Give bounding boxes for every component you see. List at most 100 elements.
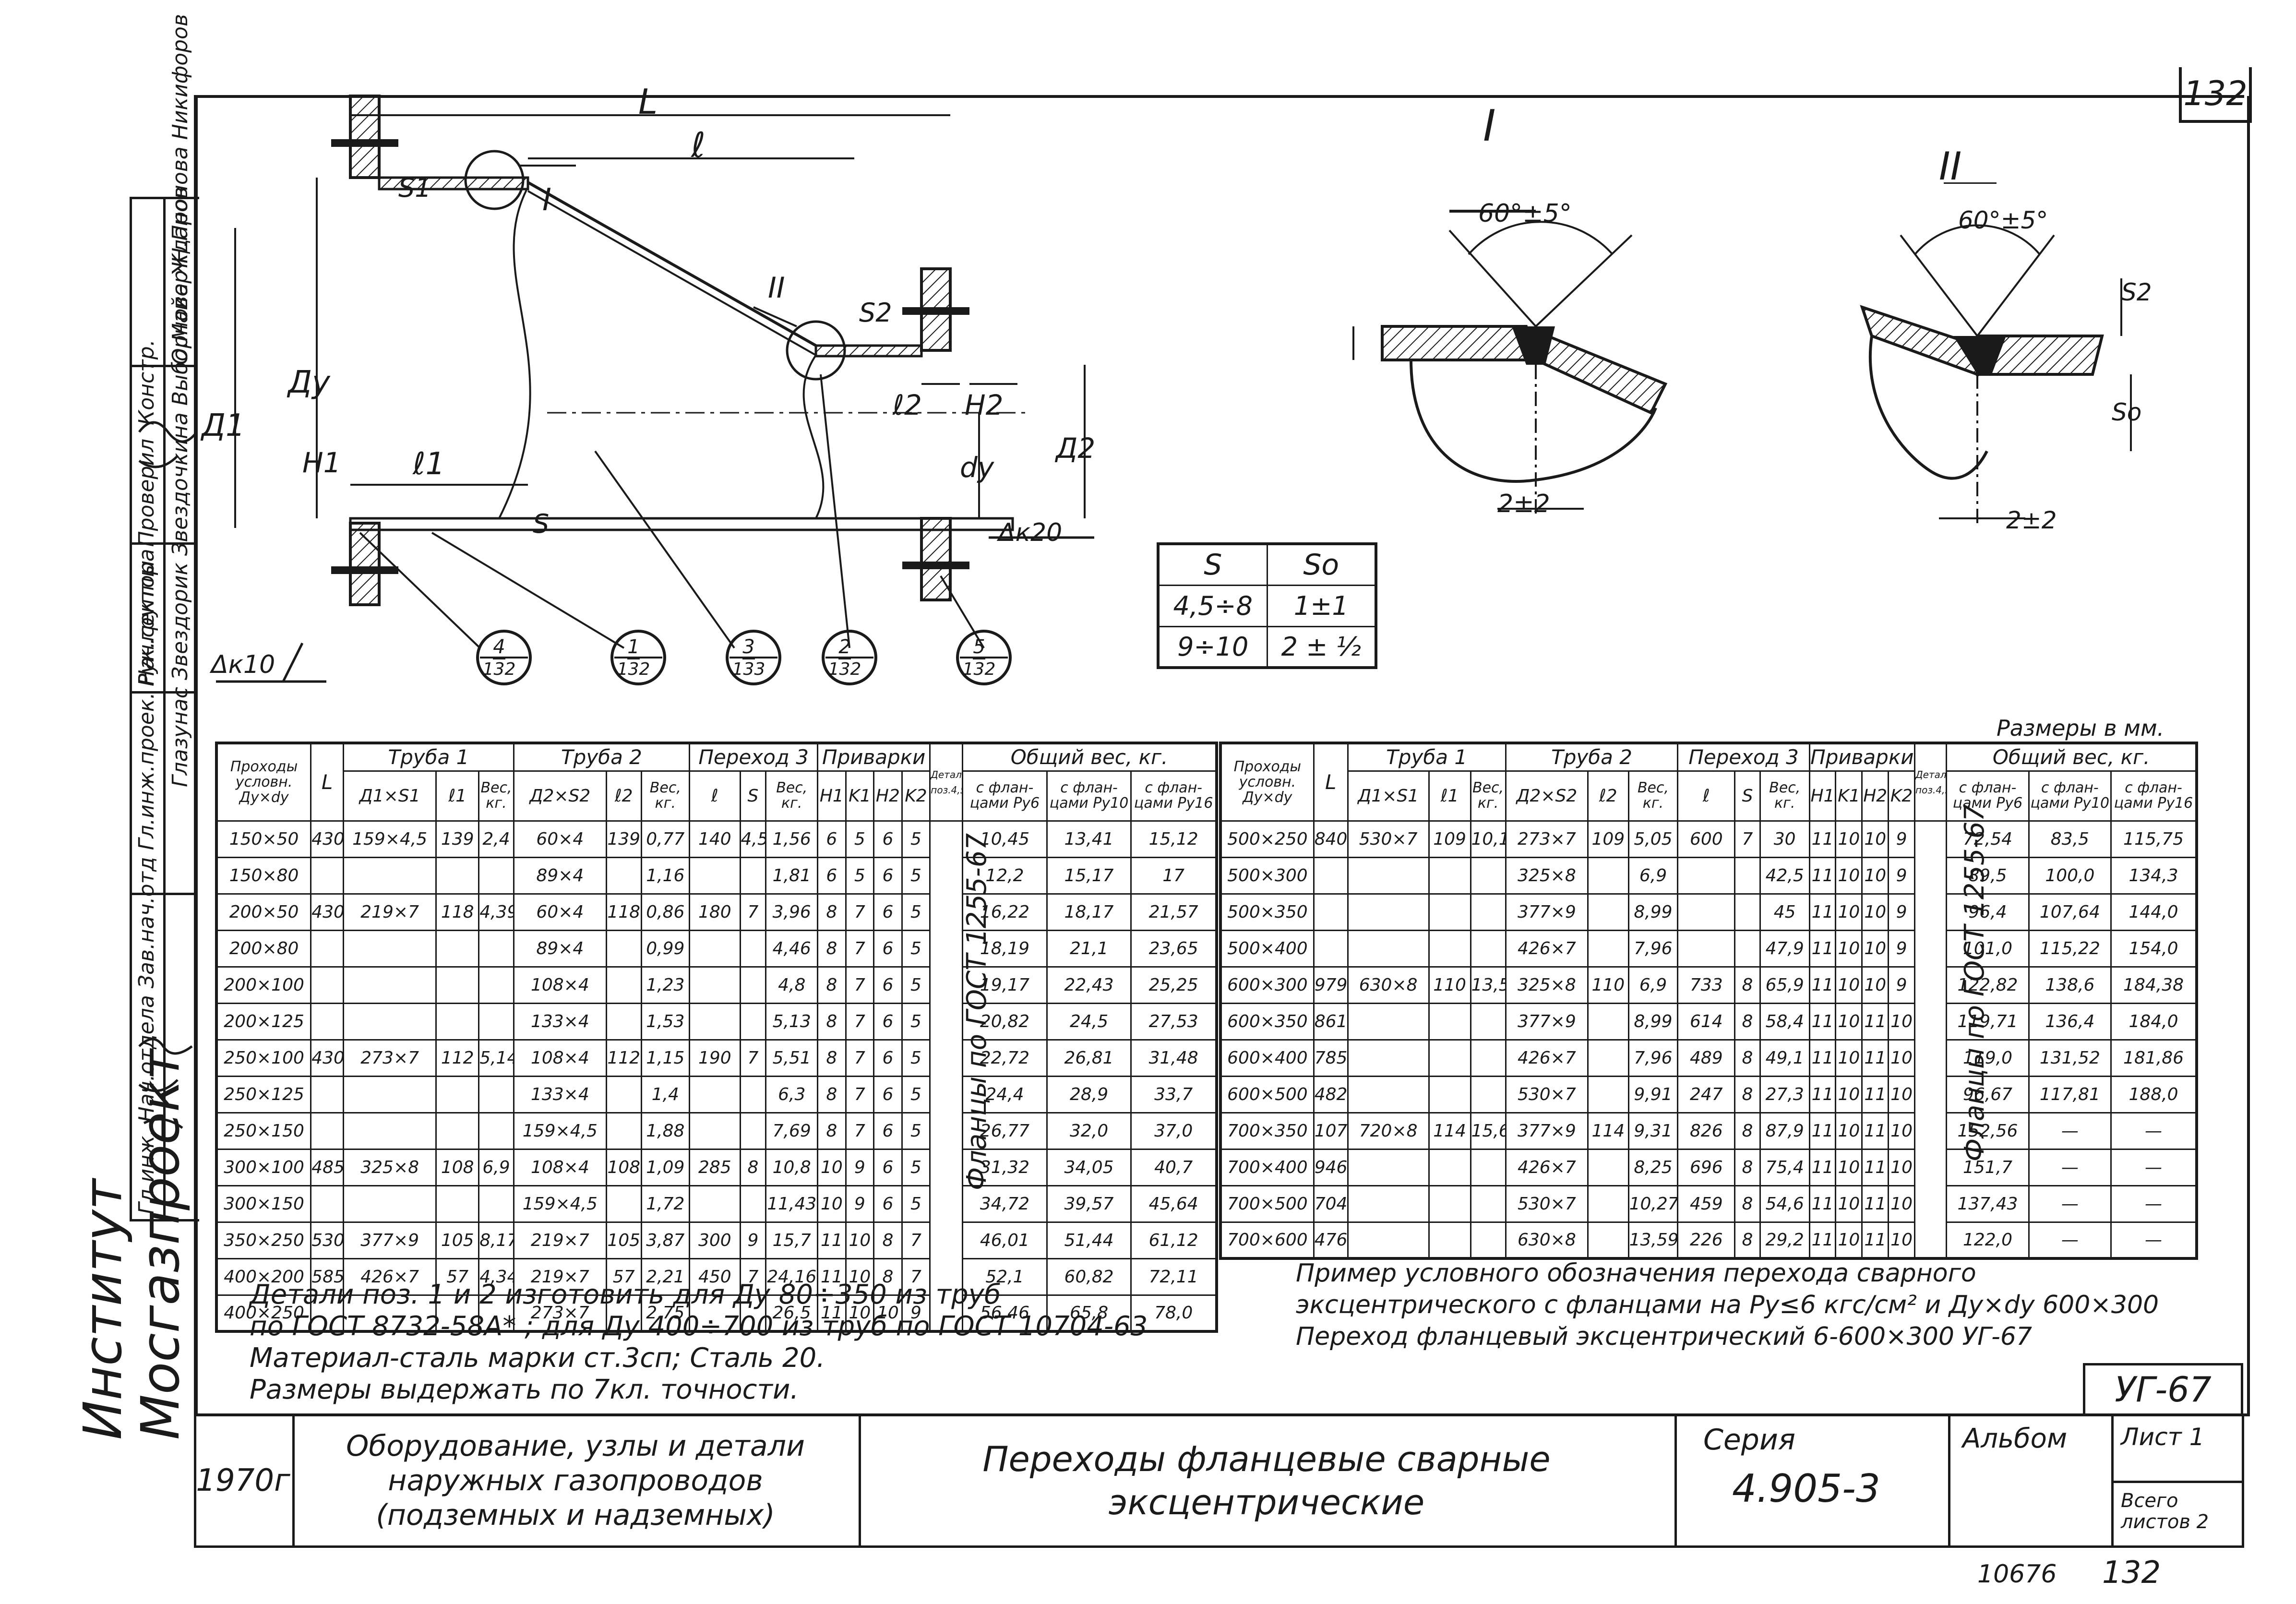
- table-cell: 32,0: [1046, 1112, 1132, 1150]
- table-cell: 8,25: [1627, 1148, 1679, 1186]
- dim-H1: H1: [302, 446, 341, 479]
- s-table-cell: 2 ± ½: [1266, 625, 1377, 669]
- table-cell: [1470, 1002, 1507, 1041]
- detail-label-1: I: [542, 182, 551, 218]
- table-cell: 219×7: [513, 1221, 607, 1259]
- tb-series-label: Серия: [1703, 1423, 1795, 1457]
- table-cell: 11: [1808, 893, 1837, 931]
- th-sub: Вес, кг.: [765, 770, 819, 822]
- table-cell: [689, 1294, 741, 1332]
- table-cell: [1470, 856, 1507, 895]
- table-cell: 11: [1808, 1039, 1837, 1077]
- table-cell: 114: [1587, 1112, 1629, 1150]
- table-cell: 72,54: [1946, 820, 2030, 858]
- table-cell: 7: [845, 1002, 875, 1041]
- table-cell: [1587, 1075, 1629, 1113]
- table-cell: 117,81: [2028, 1075, 2112, 1113]
- table-cell: 10: [1861, 820, 1889, 858]
- tb-subject-cell: Оборудование, узлы и детали наружных газ…: [292, 1413, 861, 1548]
- flange-note-cell: [929, 1076, 964, 1113]
- table-cell: 11: [1808, 966, 1837, 1004]
- table-cell: 476: [1313, 1221, 1349, 1259]
- table-cell: [1347, 1039, 1430, 1077]
- table-cell: 13,41: [1046, 820, 1132, 858]
- table-cell: 530×7: [1347, 820, 1430, 858]
- table-cell: 10: [845, 1221, 875, 1259]
- table-cell: [739, 1294, 767, 1332]
- table-cell: 10,8: [765, 1148, 819, 1186]
- table-cell: 1,72: [640, 1185, 691, 1223]
- table-cell: 119,71: [1946, 1002, 2030, 1041]
- table-cell: [1428, 1221, 1471, 1259]
- table-cell: —: [2028, 1148, 2112, 1186]
- table-cell: 6: [873, 820, 903, 858]
- table-cell: 1,53: [640, 1002, 691, 1041]
- s-table-cell: 1±1: [1266, 584, 1377, 627]
- tb-subject: Оборудование, узлы и детали наружных газ…: [346, 1429, 805, 1532]
- table-cell: 530×7: [1505, 1185, 1589, 1223]
- table-cell: 450: [689, 1257, 741, 1296]
- flange-note-cell: [929, 894, 964, 930]
- view1-angle: 60°±5°: [1478, 199, 1572, 228]
- th-sub: K2: [901, 770, 931, 822]
- table-cell: [605, 1294, 642, 1332]
- table-cell: 37,0: [1130, 1112, 1218, 1150]
- table-cell: 500×400: [1220, 929, 1315, 968]
- table-cell: 8: [1734, 966, 1761, 1004]
- table-cell: 6: [873, 1075, 903, 1113]
- frame-top-line: [194, 95, 2244, 98]
- th-sub: S: [1734, 770, 1761, 822]
- table-cell: 184,38: [2110, 966, 2198, 1004]
- sidebar-sep-1: [130, 365, 197, 367]
- table-cell: 8,99: [1627, 893, 1679, 931]
- left-flange-top: [349, 95, 381, 179]
- table-cell: 10: [1835, 1075, 1863, 1113]
- table-cell: 57: [435, 1257, 480, 1296]
- table-cell: 54,6: [1759, 1185, 1810, 1223]
- table-cell: 6,3: [765, 1075, 819, 1113]
- table-cell: 4,34: [478, 1257, 514, 1296]
- table-cell: 89×4: [513, 929, 607, 968]
- view2-So: So: [2112, 398, 2142, 426]
- table-cell: 600×500: [1220, 1075, 1315, 1113]
- table-row: 200×50430219×71184,3960×41180,8618073,96…: [215, 893, 1218, 931]
- table-cell: 979: [1313, 966, 1349, 1004]
- table-cell: 11: [1808, 1112, 1837, 1150]
- th-truba1: Труба 1: [1347, 742, 1507, 772]
- th-total: Общий вес, кг.: [962, 742, 1218, 772]
- table-cell: 159×4,5: [513, 1112, 607, 1150]
- table-cell: 7: [901, 1221, 931, 1259]
- table-cell: [310, 1294, 345, 1332]
- table-cell: 28,9: [1046, 1075, 1132, 1113]
- table-cell: 250×125: [215, 1075, 312, 1113]
- approval-sidebar-col: [163, 197, 166, 1217]
- table-cell: 23,65: [1130, 929, 1218, 968]
- flange-note-cell: [1914, 1113, 1948, 1149]
- table-cell: 6: [873, 893, 903, 931]
- dimension-table-right: Проходы условн. Ду×dу L Труба 1 Труба 2 …: [1219, 742, 2198, 1260]
- flange-note-cell: [1914, 1185, 1948, 1222]
- flange-note-cell: [1914, 1149, 1948, 1185]
- th-truba2: Труба 2: [513, 742, 691, 772]
- table-cell: 122,0: [1946, 1221, 2030, 1259]
- flange-note-cell: [929, 930, 964, 967]
- th-sub: Д1×S1: [1347, 770, 1430, 822]
- flange-note-cell: [1914, 1076, 1948, 1113]
- table-cell: 11: [1861, 1185, 1889, 1223]
- dim-Dy: Ду: [288, 365, 330, 400]
- table-cell: 10: [1888, 1075, 1916, 1113]
- table-cell: 27,3: [1759, 1075, 1810, 1113]
- table-cell: —: [2110, 1185, 2198, 1223]
- table-cell: 9: [901, 1294, 931, 1332]
- dim-D2: Д2: [1056, 432, 1096, 465]
- table-cell: 8: [873, 1257, 903, 1296]
- table-cell: 0,86: [640, 893, 691, 931]
- flange-note-cell: [929, 1222, 964, 1258]
- view2-roman: II: [1939, 144, 1962, 189]
- table-cell: 219×7: [513, 1257, 607, 1296]
- table-cell: 51,44: [1046, 1221, 1132, 1259]
- table-cell: 5: [901, 1075, 931, 1113]
- dimension-table-left: Проходы условн. Ду×dу L Труба 1 Труба 2 …: [215, 742, 1218, 1333]
- table-cell: 10: [1888, 1185, 1916, 1223]
